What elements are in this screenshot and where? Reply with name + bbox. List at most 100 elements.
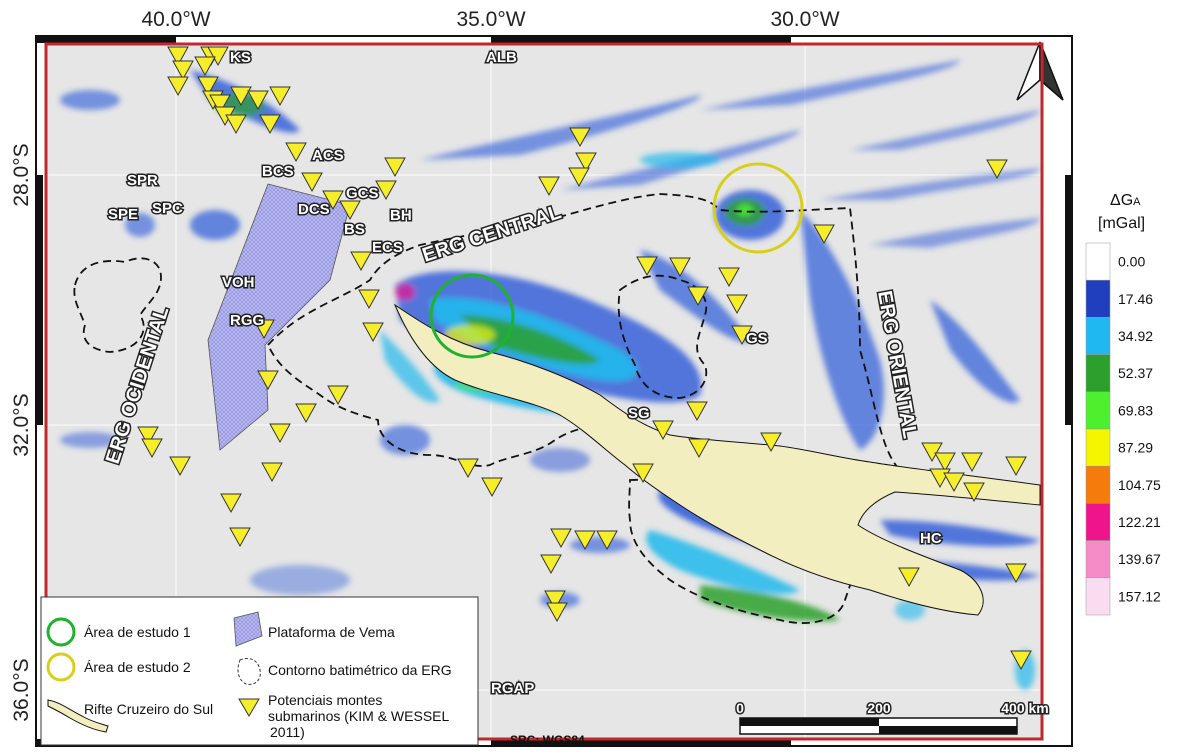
label-gcs: GCS — [346, 185, 379, 202]
colorbar-label: 52.37 — [1118, 365, 1153, 381]
colorbar-swatch — [1085, 391, 1111, 430]
seamount-triangle-icon — [731, 325, 753, 346]
seamount-triangle-icon — [540, 554, 562, 575]
scale-label-200: 200 — [867, 700, 891, 716]
colorbar-label: 87.29 — [1118, 440, 1153, 456]
seamount-triangle-icon — [726, 294, 748, 315]
legend-seamount-symbol — [238, 698, 260, 717]
feature-labels: KS ALB ACS BCS GCS DCS BH BS ECS SPR SPE… — [107, 48, 944, 699]
scale-label-0: 0 — [736, 700, 744, 716]
colorbar: ΔGA [mGal] 0.00 17.46 34.92 52.37 69.83 87.29… — [1085, 192, 1161, 616]
lat-label-28: 28.0°S — [10, 143, 33, 206]
study-area-1-circle — [429, 273, 515, 359]
seamount-triangle-icon — [687, 286, 709, 307]
seamount-triangle-icon — [257, 370, 279, 391]
map-red-frame — [44, 42, 1044, 741]
colorbar-label: 0.00 — [1118, 254, 1145, 270]
seamount-triangle-icon — [632, 463, 654, 484]
colorbar-label: 34.92 — [1118, 328, 1153, 344]
seamount-triangle-icon — [167, 46, 189, 67]
colorbar-swatch — [1085, 354, 1111, 393]
legend-vema: Plataforma de Vema — [268, 624, 395, 640]
legend-area1-symbol — [46, 617, 76, 647]
seamount-triangle-icon — [384, 157, 406, 178]
seamount-triangle-icon — [229, 527, 251, 548]
legend-area2: Área de estudo 2 — [84, 659, 191, 675]
seamount-triangle-icon — [247, 90, 269, 111]
seamount-triangle-icon — [574, 530, 596, 551]
seamount-triangle-icon — [934, 452, 956, 473]
scale-bar: 0 200 400 km — [735, 699, 1050, 735]
lat-label-32: 32.0°S — [10, 393, 33, 456]
seamount-triangle-icon — [921, 442, 943, 463]
seamount-triangle-icon — [688, 438, 710, 459]
label-ks: KS — [230, 49, 251, 66]
north-arrow-icon — [1016, 41, 1064, 101]
seamount-triangle-icon — [375, 180, 397, 201]
seamount-triangle-icon — [481, 477, 503, 498]
label-bh: BH — [390, 207, 412, 224]
seamount-triangle-icon — [1005, 456, 1027, 477]
colorbar-label: 157.12 — [1118, 588, 1161, 604]
label-rgg: RGG — [230, 312, 264, 329]
axis-labels: 40.0°W 35.0°W 30.0°W 28.0°S 32.0°S 36.0°… — [10, 8, 840, 722]
colorbar-swatch — [1085, 279, 1111, 318]
seamount-triangle-icon — [172, 60, 194, 81]
seamount-triangle-icon — [285, 142, 307, 163]
seamount-triangle-icon — [898, 567, 920, 588]
colorbar-label: 139.67 — [1118, 551, 1161, 567]
legend-area2-symbol — [46, 652, 76, 682]
lon-label-35: 35.0°W — [456, 8, 525, 31]
seamount-triangle-icon — [261, 462, 283, 483]
colorbar-swatch — [1085, 503, 1111, 541]
label-bcs: BCS — [262, 163, 294, 180]
legend-seamounts-line2: submarinos (KIM & WESSEL — [268, 708, 449, 724]
seamount-triangle-icon — [457, 458, 479, 479]
colorbar-unit: [mGal] — [1098, 215, 1145, 232]
colorbar-label: 104.75 — [1118, 477, 1161, 493]
colorbar-swatch — [1085, 540, 1111, 579]
seamount-triangle-icon — [569, 127, 591, 148]
scale-label-400: 400 km — [1001, 700, 1048, 716]
seamount-triangle-icon — [230, 86, 252, 107]
label-sg: SG — [628, 405, 650, 422]
colorbar-label: 17.46 — [1118, 291, 1153, 307]
colorbar-label: 122.21 — [1118, 514, 1161, 530]
seamount-triangle-icon — [269, 86, 291, 107]
seamount-triangle-icon — [575, 152, 597, 173]
legend-rift-symbol — [47, 699, 109, 733]
legend-rift: Rifte Cruzeiro do Sul — [84, 701, 213, 717]
seamount-triangle-icon — [961, 452, 983, 473]
legend: Área de estudo 1 Área de estudo 2 Rifte … — [40, 596, 479, 746]
colorbar-swatch — [1085, 428, 1111, 467]
seamount-triangle-icon — [220, 493, 242, 514]
label-ecs: ECS — [372, 239, 403, 256]
lon-label-30: 30.0°W — [770, 8, 839, 31]
colorbar-swatch — [1085, 465, 1111, 504]
seamount-triangle-icon — [943, 472, 965, 493]
label-gs: GS — [746, 330, 768, 347]
seamount-triangle-icon — [550, 528, 572, 549]
seamount-triangle-icon — [194, 56, 216, 77]
seamount-triangle-icon — [760, 432, 782, 453]
seamount-triangle-icon — [986, 159, 1008, 180]
label-spr: SPR — [127, 172, 158, 189]
seamount-triangle-icon — [207, 46, 229, 67]
seamount-triangle-icon — [546, 602, 568, 623]
seamount-triangle-icon — [669, 257, 691, 278]
legend-contour: Contorno batimétrico da ERG — [268, 662, 452, 678]
lon-label-40: 40.0°W — [141, 8, 210, 31]
seamount-triangle-icon — [295, 403, 317, 424]
label-spc: SPC — [152, 200, 183, 217]
seamount-triangle-icon — [339, 200, 361, 221]
colorbar-title: ΔGA — [1110, 192, 1141, 209]
seamount-triangle-icon — [169, 456, 191, 477]
legend-vema-symbol — [233, 611, 263, 647]
lat-label-36: 36.0°S — [10, 658, 33, 721]
colorbar-label: 69.83 — [1118, 402, 1153, 418]
seamount-triangle-icon — [568, 167, 590, 188]
label-alb: ALB — [486, 49, 517, 66]
seamount-triangle-icon — [350, 251, 372, 272]
label-voh: VOH — [222, 274, 255, 291]
label-dcs: DCS — [298, 201, 330, 218]
